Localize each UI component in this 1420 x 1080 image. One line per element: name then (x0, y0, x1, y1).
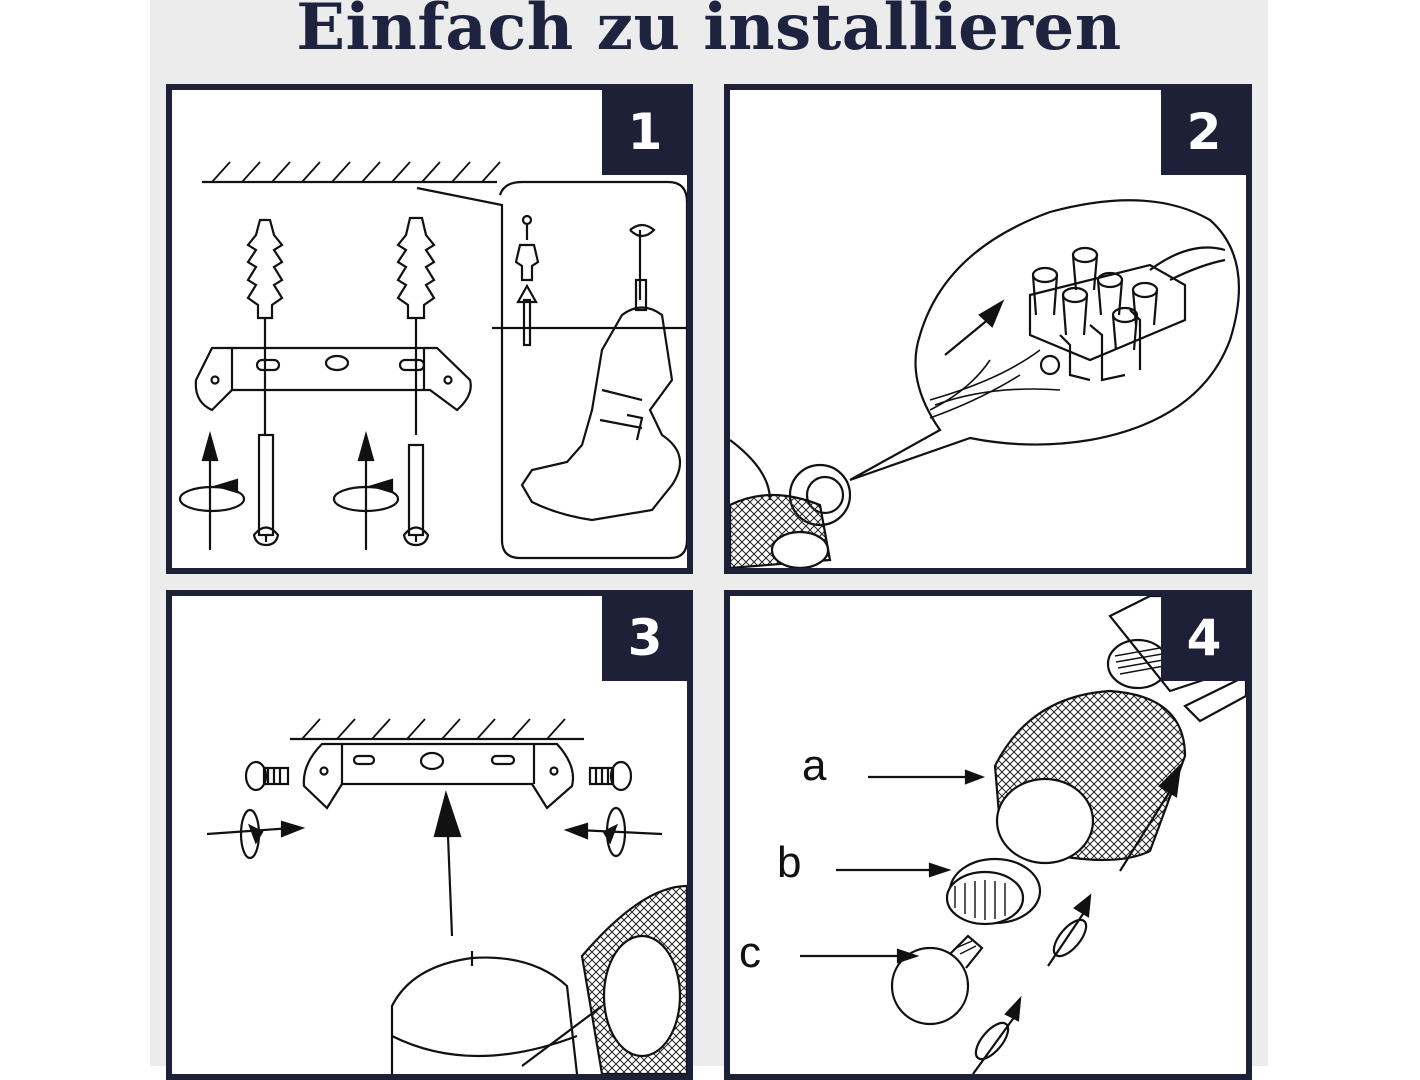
step-3-panel: 3 (166, 590, 693, 1080)
step-4-illustration (800, 596, 1246, 1074)
step-2-number: 2 (1161, 90, 1246, 175)
step-2-illustration (730, 199, 1240, 568)
label-a: a (802, 741, 827, 790)
step-4-number: 4 (1161, 596, 1246, 681)
label-b: b (777, 838, 802, 887)
step-2-panel: 2 (724, 84, 1252, 574)
step-4-panel: 4 a b c (724, 590, 1252, 1080)
page-title: Einfach zu installieren (296, 0, 1122, 65)
step-3-illustration (206, 718, 687, 1074)
step-1-panel: 1 (166, 84, 693, 574)
step-3-number: 3 (602, 596, 687, 681)
step-1-illustration (178, 161, 687, 560)
label-c: c (739, 928, 761, 977)
step-1-number: 1 (602, 90, 687, 175)
